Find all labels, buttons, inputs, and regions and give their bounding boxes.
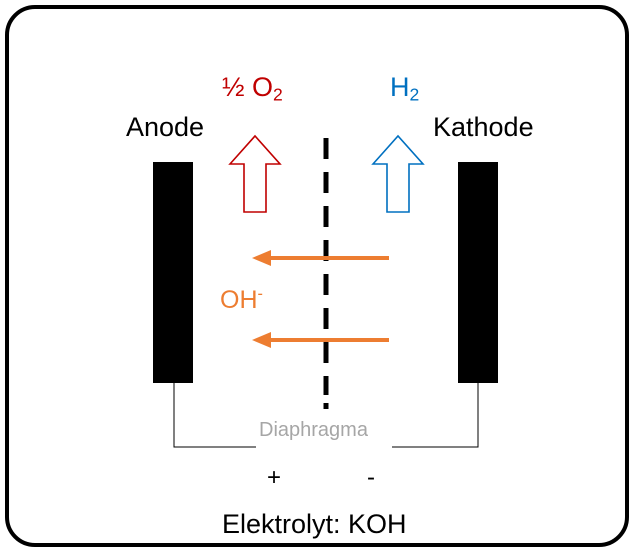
- negative-terminal-label: -: [367, 464, 375, 491]
- anode-electrode: [153, 162, 193, 383]
- anode-wire: [173, 382, 256, 448]
- electrolyte-label: Elektrolyt: KOH: [222, 509, 407, 539]
- hydroxide-ion-charge: -: [257, 285, 263, 303]
- hydroxide-ion-text: OH: [220, 285, 258, 314]
- oxygen-label-subscript: 2: [273, 84, 283, 105]
- hydrogen-label: H2: [390, 74, 419, 104]
- positive-terminal-label: +: [267, 464, 282, 491]
- oxygen-arrow: [228, 134, 282, 213]
- oxygen-label: ½ O2: [222, 74, 283, 104]
- anode-label: Anode: [126, 112, 205, 142]
- diaphragma-label: Diaphragma: [259, 419, 368, 441]
- hydroxide-ion-label: OH-: [220, 286, 263, 313]
- kathode-wire: [392, 382, 479, 448]
- diagram-frame: [5, 5, 629, 547]
- hydrogen-arrow: [371, 134, 425, 213]
- ion-arrow-bottom: [252, 332, 389, 348]
- hydrogen-label-subscript: 2: [409, 84, 420, 105]
- ion-arrow-top: [252, 250, 389, 266]
- kathode-label: Kathode: [433, 112, 534, 142]
- kathode-electrode: [458, 162, 498, 383]
- hydrogen-label-text: H: [390, 72, 410, 102]
- oxygen-label-text: ½ O: [222, 72, 274, 102]
